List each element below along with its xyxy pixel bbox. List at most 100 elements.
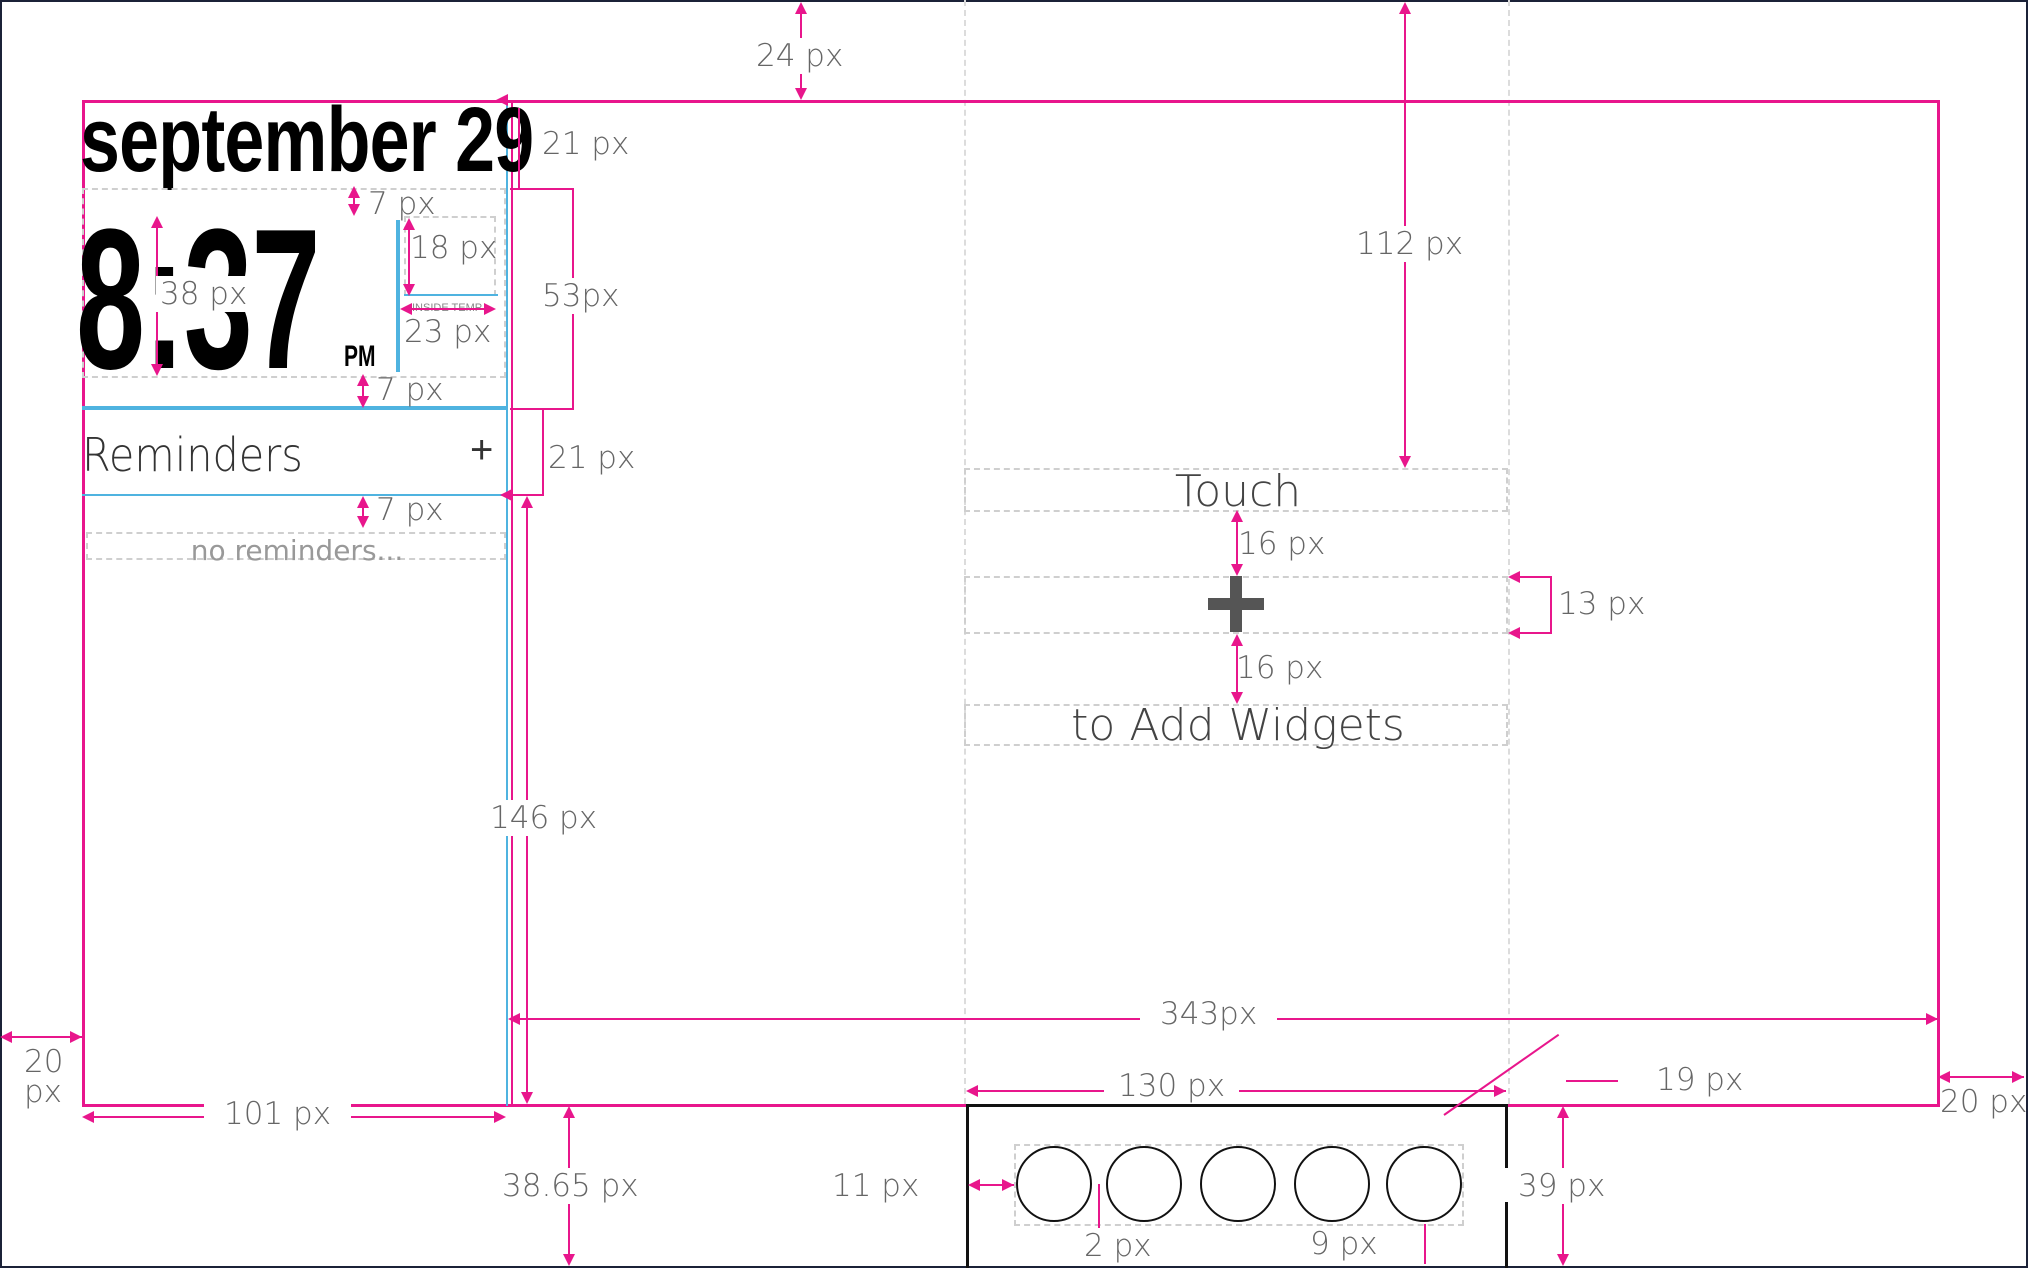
- date-guide-box: [82, 188, 506, 378]
- dock-app-1-icon[interactable]: [1016, 1146, 1092, 1222]
- dim-9: 9 px: [1306, 1226, 1382, 1262]
- guide-3865-arrow-up: [563, 1106, 575, 1118]
- dim-7b: 7 px: [376, 372, 444, 408]
- guide-101-arrow-left: [82, 1111, 94, 1123]
- guide-20-left-arrow-left: [0, 1031, 12, 1043]
- guide-343-arrow-right: [1926, 1013, 1938, 1025]
- dim-2: 2 px: [1080, 1228, 1156, 1264]
- guide-24-arrow-down: [795, 88, 807, 100]
- guide-16b-arrow-up: [1231, 634, 1243, 646]
- temp-divider: [396, 220, 400, 372]
- guide-112-arrow-up: [1399, 2, 1411, 14]
- column-guide-left: [964, 0, 966, 1104]
- dim-7a: 7 px: [368, 186, 436, 222]
- dim-19: 19 px: [1656, 1062, 1744, 1098]
- add-widgets-label: to Add Widgets: [1071, 700, 1405, 751]
- guide-2-line: [1098, 1184, 1100, 1236]
- guide-39-arrow-down: [1557, 1254, 1569, 1266]
- guide-38-arrow-down: [151, 364, 163, 376]
- dim-38: 38 px: [156, 276, 252, 312]
- dim-23: 23 px: [404, 314, 492, 350]
- guide-21-line: [518, 108, 520, 190]
- dock-app-2-icon[interactable]: [1106, 1146, 1182, 1222]
- guide-16a-arrow-up: [1231, 510, 1243, 522]
- dim-3865: 38.65 px: [498, 1168, 643, 1204]
- guide-20-right-arrow-left: [1938, 1071, 1950, 1083]
- guide-53-top: [510, 188, 574, 190]
- dim-21: 21 px: [542, 126, 630, 162]
- guide-20-left-arrow-right: [70, 1031, 82, 1043]
- guide-7c-line: [362, 498, 364, 526]
- guide-13-arrow-top: [1508, 571, 1520, 583]
- guide-7b-arrow-up: [357, 374, 369, 386]
- dim-21b: 21 px: [548, 440, 636, 476]
- guide-20-left-line: [2, 1036, 82, 1038]
- guide-343-arrow-left: [508, 1013, 520, 1025]
- sidebar-edge-line: [506, 100, 508, 1106]
- guide-outer-top: [82, 100, 1940, 103]
- guide-13-side: [1550, 576, 1552, 634]
- guide-16b-arrow-down: [1231, 692, 1243, 704]
- guide-13-bottom: [1512, 632, 1552, 634]
- guide-18-arrow-up: [403, 218, 415, 230]
- clock-separator: [82, 406, 506, 410]
- add-reminder-button[interactable]: +: [470, 428, 494, 472]
- guide-146-arrow-up: [521, 496, 533, 508]
- guide-7c-arrow-up: [357, 496, 369, 508]
- guide-13-top: [1512, 576, 1552, 578]
- dim-343: 343px: [1140, 996, 1278, 1032]
- dock-app-3-icon[interactable]: [1200, 1146, 1276, 1222]
- dim-130: 130 px: [1104, 1068, 1240, 1104]
- guide-20-right-arrow-right: [2012, 1071, 2024, 1083]
- guide-21-arrow: [496, 94, 508, 106]
- dim-16a: 16 px: [1238, 526, 1326, 562]
- dim-16b: 16 px: [1236, 650, 1324, 686]
- dim-24: 24 px: [752, 38, 848, 74]
- guide-23-arrow-right: [484, 303, 496, 315]
- reminders-separator: [82, 494, 506, 496]
- guide-7b-line: [362, 376, 364, 406]
- guide-23-arrow-left: [400, 303, 412, 315]
- guide-101-arrow-right: [494, 1111, 506, 1123]
- guide-18-line: [408, 222, 410, 294]
- dim-53: 53px: [538, 278, 624, 314]
- guide-18-arrow-down: [403, 284, 415, 296]
- dim-101: 101 px: [204, 1096, 352, 1132]
- dock-app-4-icon[interactable]: [1294, 1146, 1370, 1222]
- guide-112-arrow-down: [1399, 456, 1411, 468]
- guide-16b-line: [1236, 636, 1238, 702]
- ampm-label: PM: [344, 340, 376, 373]
- guide-7b-arrow-down: [357, 396, 369, 408]
- guide-3865-arrow-down: [563, 1254, 575, 1266]
- guide-11-line: [970, 1184, 1014, 1186]
- guide-24-arrow-up: [795, 2, 807, 14]
- dim-146: 146 px: [486, 800, 602, 836]
- dock-app-5-icon[interactable]: [1386, 1146, 1462, 1222]
- guide-9-line: [1424, 1224, 1426, 1264]
- dim-39: 39 px: [1514, 1168, 1610, 1204]
- guide-outer-right: [1937, 100, 1940, 1106]
- guide-130-arrow-left: [966, 1085, 978, 1097]
- guide-7c-arrow-down: [357, 516, 369, 528]
- guide-23-line: [402, 308, 494, 310]
- guide-20-right-line: [1940, 1076, 2024, 1078]
- guide-11-arrow-left: [968, 1179, 980, 1191]
- guide-7a-arrow-down: [348, 204, 360, 216]
- guide-outer-left: [82, 100, 85, 1106]
- guide-130-arrow-right: [1494, 1085, 1506, 1097]
- dim-20-right: 20 px: [1940, 1084, 2028, 1120]
- guide-21b-bottom: [510, 494, 544, 496]
- no-reminders-box: [86, 532, 506, 560]
- guide-16a-line: [1236, 512, 1238, 574]
- guide-13-arrow-bottom: [1508, 627, 1520, 639]
- guide-39-arrow-up: [1557, 1106, 1569, 1118]
- guide-7a-line: [353, 190, 355, 214]
- temp-underline: [404, 294, 498, 296]
- dim-7c: 7 px: [376, 492, 444, 528]
- add-widget-plus-icon[interactable]: [1208, 576, 1264, 632]
- dock-icons-guide-box: [1014, 1144, 1464, 1226]
- column-guide-right: [1508, 0, 1510, 1104]
- date-label: september 29: [80, 89, 534, 191]
- add-widgets-guide-box: [964, 704, 1508, 746]
